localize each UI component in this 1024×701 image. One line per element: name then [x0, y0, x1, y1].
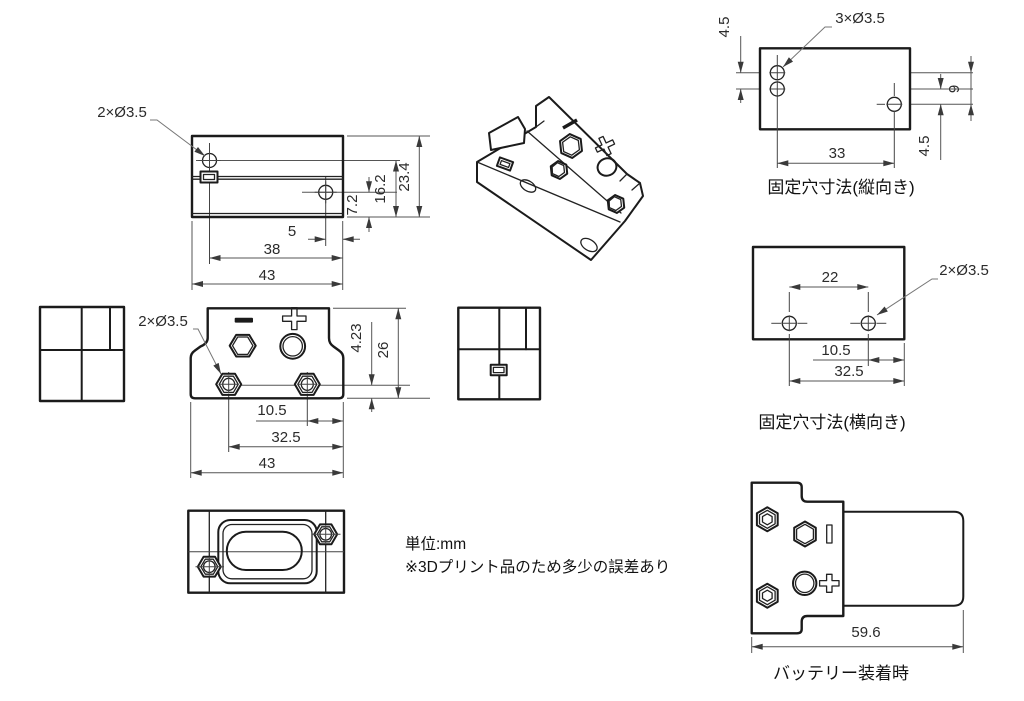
front-view: 10.5 32.5 43 4.23 26 2×Ø3.5 [138, 307, 430, 478]
dim-4-23: 4.23 [348, 322, 375, 412]
dim-43-front-text: 43 [259, 455, 276, 472]
iso-hex-recess [559, 133, 583, 159]
dim-7-2: 7.2 [344, 177, 372, 232]
dim-5: 5 [288, 223, 360, 243]
tolerance-note: ※3Dプリント品のため多少の誤差あり [405, 558, 670, 576]
ph-hole-right [850, 292, 887, 366]
side-hole-callout: 2×Ø3.5 [97, 104, 206, 157]
right-end-slot [489, 363, 508, 377]
iso-nut-1 [549, 160, 569, 180]
dim-23-4-text: 23.4 [396, 162, 413, 191]
notes: 単位:mm ※3Dプリント品のため多少の誤差あり [405, 535, 670, 576]
hex-recess [228, 333, 257, 358]
dim-7-2-text: 7.2 [344, 195, 361, 216]
dim-10-5-plate: 10.5 [813, 342, 905, 363]
battery-view-title: バッテリー装着時 [773, 664, 909, 683]
plate-horizontal-view: 22 10.5 32.5 2×Ø3.5 固定穴寸法(横向き) [751, 245, 989, 432]
battery-outline [842, 510, 965, 607]
plus-mark [281, 307, 307, 331]
side-hole-bottom [314, 181, 337, 204]
isometric-view [476, 96, 644, 261]
dim-23-4: 23.4 [396, 136, 423, 217]
bat-hex-recess [793, 520, 817, 548]
bottom-nut-left [195, 555, 224, 578]
plate-horizontal-title: 固定穴寸法(横向き) [758, 413, 905, 432]
front-hole-callout: 2×Ø3.5 [138, 313, 222, 375]
dim-4-5-bottom-text: 4.5 [916, 136, 933, 157]
dim-32-5-plate-text: 32.5 [834, 363, 863, 380]
dim-9: 9 [946, 56, 974, 121]
left-end-view [38, 305, 126, 403]
ph-hole-callout: 2×Ø3.5 [876, 262, 989, 316]
round-recess [279, 332, 307, 360]
iso-nut-2 [606, 194, 626, 214]
dim-10-5-plate-text: 10.5 [821, 342, 850, 359]
iso-minus-mark [562, 118, 578, 130]
iso-round-recess [596, 157, 618, 177]
pv-hole-callout: 3×Ø3.5 [782, 10, 885, 68]
dim-43-side-text: 43 [259, 267, 276, 284]
dim-10-5-front-text: 10.5 [257, 402, 286, 419]
battery-view: 59.6 バッテリー装着時 [750, 481, 965, 683]
pv-hole-callout-text: 3×Ø3.5 [835, 10, 885, 27]
ph-hole-callout-text: 2×Ø3.5 [939, 262, 989, 279]
dim-4-5-bottom: 4.5 [916, 74, 944, 160]
iso-plus-mark [594, 135, 616, 157]
dim-43-side: 43 [192, 267, 343, 287]
dim-26: 26 [375, 308, 402, 399]
side-view: 5 38 43 7.2 16.2 23.4 2×Ø3.5 [97, 104, 430, 290]
plate-vertical-view: 4.5 4.5 9 33 3×Ø3.5 固定穴寸法(縦向き) [716, 10, 974, 197]
bat-minus-mark [826, 524, 833, 544]
dim-4-5-top: 4.5 [716, 17, 744, 103]
dim-4-23-text: 4.23 [348, 323, 365, 352]
dim-5-text: 5 [288, 223, 296, 240]
unit-note: 単位:mm [405, 535, 466, 553]
iso-hole-2 [580, 237, 598, 253]
dim-22-text: 22 [822, 269, 839, 286]
minus-mark [234, 317, 253, 323]
bat-plus-mark [818, 573, 840, 593]
pv-hole-b [769, 81, 786, 168]
dim-59-6-text: 59.6 [851, 624, 880, 641]
dim-4-5-top-text: 4.5 [716, 17, 733, 38]
bottom-oval-slot [225, 530, 303, 572]
front-nut-right [293, 372, 321, 396]
pv-hole-c [876, 83, 903, 168]
bat-nut-top [755, 506, 779, 533]
side-slot [199, 170, 219, 184]
ph-hole-left [771, 292, 808, 386]
bat-round-recess [792, 570, 818, 596]
dim-33: 33 [777, 145, 895, 167]
dim-9-text: 9 [946, 85, 963, 93]
iso-clip-tab [488, 116, 526, 151]
dim-38: 38 [209, 241, 343, 261]
dim-10-5-front: 10.5 [256, 402, 344, 424]
bottom-nut-right [312, 523, 341, 546]
side-hole-top [198, 149, 221, 172]
dim-22: 22 [789, 269, 869, 290]
bracket-outline [750, 481, 845, 635]
pv-hole-a [769, 55, 786, 81]
iso-slot [495, 156, 515, 172]
front-hole-callout-text: 2×Ø3.5 [138, 313, 188, 330]
dim-16-2: 16.2 [372, 160, 399, 217]
dim-32-5-front-text: 32.5 [271, 429, 300, 446]
iso-hole-1 [519, 179, 537, 193]
side-hole-callout-text: 2×Ø3.5 [97, 104, 147, 121]
dim-38-text: 38 [264, 241, 281, 258]
plate-vertical-title: 固定穴寸法(縦向き) [767, 178, 914, 197]
dim-26-text: 26 [375, 342, 392, 359]
dim-32-5-plate: 32.5 [789, 363, 905, 384]
bottom-view [187, 509, 346, 594]
dim-32-5-front: 32.5 [228, 429, 344, 450]
front-nut-left [215, 372, 243, 396]
dim-59-6: 59.6 [751, 624, 964, 650]
dim-33-text: 33 [829, 145, 846, 162]
dim-16-2-text: 16.2 [372, 174, 389, 203]
bat-nut-bottom [755, 582, 779, 609]
dim-43-front: 43 [190, 455, 344, 476]
right-end-view [457, 306, 542, 401]
